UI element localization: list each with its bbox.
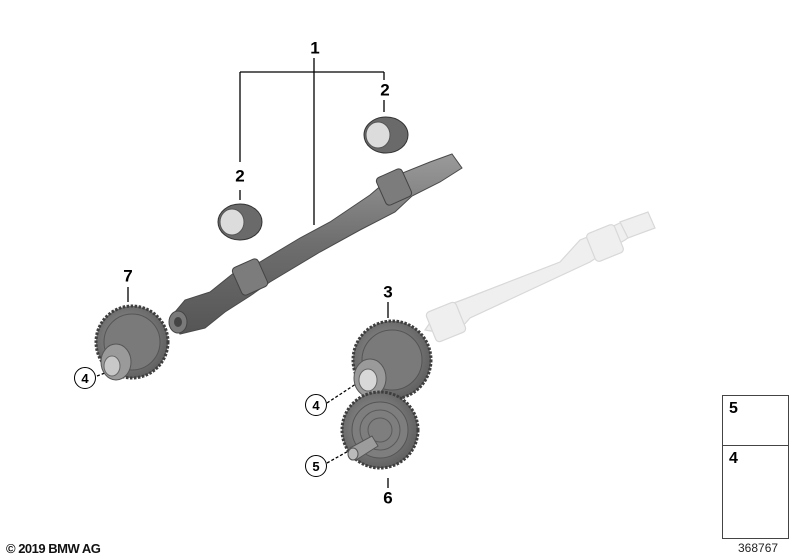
callout-2-left: 2 [235, 166, 245, 186]
callout-5-circled: 5 [305, 455, 327, 477]
callout-4-circled-left: 4 [74, 367, 96, 389]
needle-bearing-illustration-left [217, 203, 263, 241]
callout-1: 1 [310, 38, 320, 58]
legend-label-4: 4 [729, 450, 738, 467]
callout-7: 7 [123, 266, 133, 286]
shaft-illustration [168, 153, 463, 335]
legend-label-5: 5 [729, 400, 738, 417]
callout-6: 6 [383, 488, 393, 508]
image-number: 368767 [738, 541, 779, 555]
callout-3: 3 [383, 282, 393, 302]
needle-bearing-illustration-right [363, 116, 409, 154]
gear-6-illustration [340, 390, 420, 470]
ghost-shaft-illustration [423, 211, 656, 343]
callout-2-right: 2 [380, 80, 390, 100]
gear-7-illustration [94, 304, 170, 381]
copyright-text: © 2019 BMW AG [6, 541, 101, 556]
legend-box-nut: 5 [722, 395, 789, 446]
legend-box-bolt: 4 [722, 445, 789, 539]
gear-3-illustration [351, 319, 433, 401]
callout-4-circled-right: 4 [305, 394, 327, 416]
